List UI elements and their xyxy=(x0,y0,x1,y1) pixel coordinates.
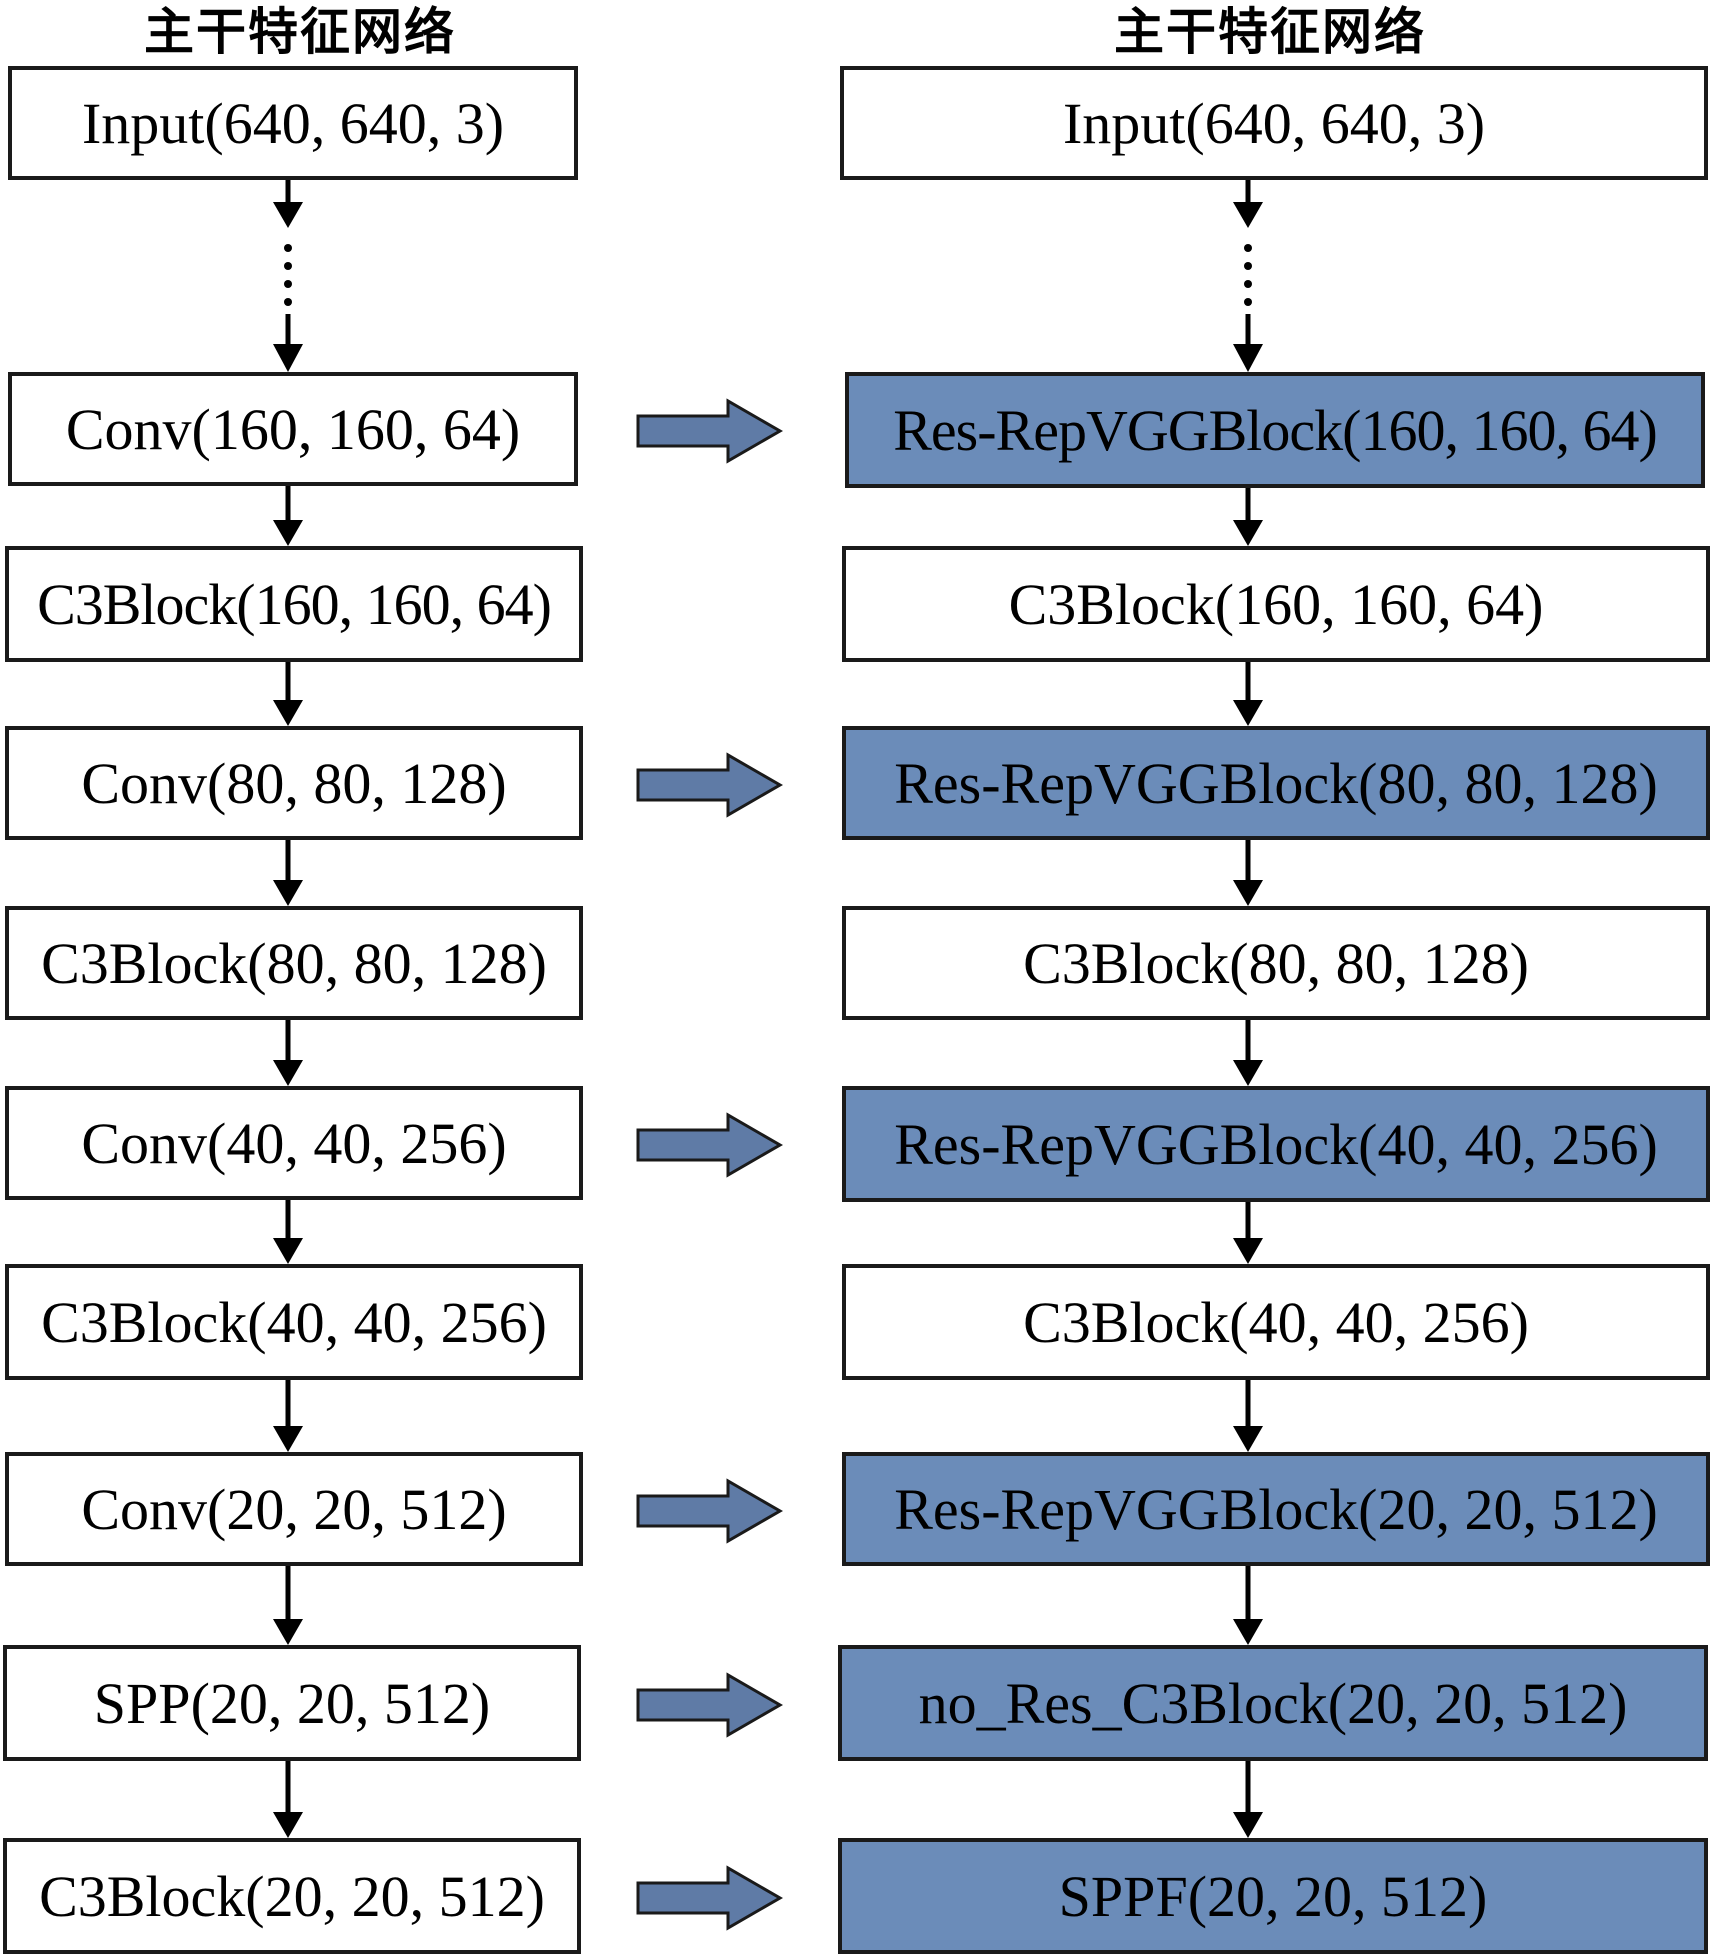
right-flow-arrow-dotted-dot-0 xyxy=(1244,244,1252,252)
left-flow-arrow-5-head xyxy=(273,1238,303,1264)
left-block-c3block-1: C3Block(160, 160, 64) xyxy=(5,546,583,662)
replacement-arrow-row-5 xyxy=(636,1112,784,1178)
left-flow-arrow-dotted-bottom-head xyxy=(273,344,303,372)
replacement-arrows xyxy=(636,398,784,1931)
replacement-arrow-row-7 xyxy=(636,1478,784,1544)
left-flow-arrow-6-head xyxy=(273,1426,303,1452)
right-block-sppf: SPPF(20, 20, 512) xyxy=(838,1838,1708,1954)
right-flow-arrow-2-head xyxy=(1233,700,1263,726)
left-flow-arrow-1-head xyxy=(273,520,303,546)
right-flow-arrow-8 xyxy=(1233,1761,1263,1838)
right-flow-arrow-5 xyxy=(1233,1202,1263,1264)
left-flow-arrow-4-head xyxy=(273,1060,303,1086)
left-block-c3block-4: C3Block(20, 20, 512) xyxy=(3,1838,581,1954)
left-flow-arrow-dotted-dot-3 xyxy=(284,298,292,306)
left-column-title: 主干特征网络 xyxy=(144,3,456,61)
left-block-conv-1: Conv(160, 160, 64) xyxy=(8,372,578,486)
right-flow-arrow-dotted-dot-1 xyxy=(1244,262,1252,270)
right-flow-arrow-dotted xyxy=(1233,180,1263,372)
right-flow-arrow-3 xyxy=(1233,840,1263,906)
left-flow-arrow-7 xyxy=(273,1566,303,1645)
left-flow-arrow-4 xyxy=(273,1020,303,1086)
left-block-c3block-2: C3Block(80, 80, 128) xyxy=(5,906,583,1020)
right-flow-arrow-dotted-top-head xyxy=(1233,202,1263,228)
left-flow-arrow-6 xyxy=(273,1380,303,1452)
left-flow-arrow-dotted-dot-0 xyxy=(284,244,292,252)
left-block-conv-2: Conv(80, 80, 128) xyxy=(5,726,583,840)
right-block-c3block-2: C3Block(80, 80, 128) xyxy=(842,906,1710,1020)
left-block-conv-3: Conv(40, 40, 256) xyxy=(5,1086,583,1200)
right-block-c3block-1: C3Block(160, 160, 64) xyxy=(842,546,1710,662)
right-flow-arrow-dotted-bottom-head xyxy=(1233,344,1263,372)
right-block-res-repvgg-4: Res-RepVGGBlock(20, 20, 512) xyxy=(842,1452,1710,1566)
left-flow-arrows xyxy=(273,180,303,1838)
replacement-arrow-row-8 xyxy=(636,1672,784,1738)
left-flow-arrow-1 xyxy=(273,486,303,546)
right-flow-arrow-8-head xyxy=(1233,1812,1263,1838)
right-flow-arrow-1 xyxy=(1233,488,1263,546)
right-flow-arrow-6 xyxy=(1233,1380,1263,1452)
right-flow-arrow-dotted-dot-3 xyxy=(1244,298,1252,306)
right-block-res-repvgg-2: Res-RepVGGBlock(80, 80, 128) xyxy=(842,726,1710,840)
replacement-arrow-row-1 xyxy=(636,398,784,464)
right-flow-arrow-5-head xyxy=(1233,1238,1263,1264)
left-flow-arrow-8-head xyxy=(273,1812,303,1838)
left-flow-arrow-dotted-dot-1 xyxy=(284,262,292,270)
right-block-no-res-c3block: no_Res_C3Block(20, 20, 512) xyxy=(838,1645,1708,1761)
right-flow-arrow-2 xyxy=(1233,662,1263,726)
right-flow-arrow-3-head xyxy=(1233,880,1263,906)
right-block-res-repvgg-1: Res-RepVGGBlock(160, 160, 64) xyxy=(845,372,1705,488)
right-flow-arrow-4-head xyxy=(1233,1060,1263,1086)
left-block-conv-4: Conv(20, 20, 512) xyxy=(5,1452,583,1566)
right-block-res-repvgg-3: Res-RepVGGBlock(40, 40, 256) xyxy=(842,1086,1710,1202)
left-flow-arrow-5 xyxy=(273,1200,303,1264)
right-flow-arrows xyxy=(1233,180,1263,1838)
left-flow-arrow-dotted-top-head xyxy=(273,202,303,228)
replacement-arrow-row-9 xyxy=(636,1865,784,1931)
left-flow-arrow-2-head xyxy=(273,700,303,726)
left-flow-arrow-dotted-dot-2 xyxy=(284,280,292,288)
right-flow-arrow-dotted-dot-2 xyxy=(1244,280,1252,288)
right-flow-arrow-7 xyxy=(1233,1566,1263,1645)
right-flow-arrow-6-head xyxy=(1233,1426,1263,1452)
right-block-c3block-3: C3Block(40, 40, 256) xyxy=(842,1264,1710,1380)
replacement-arrow-row-3 xyxy=(636,752,784,818)
left-flow-arrow-3-head xyxy=(273,880,303,906)
left-block-input: Input(640, 640, 3) xyxy=(8,66,578,180)
right-flow-arrow-7-head xyxy=(1233,1619,1263,1645)
left-flow-arrow-3 xyxy=(273,840,303,906)
right-block-input: Input(640, 640, 3) xyxy=(840,66,1708,180)
right-flow-arrow-4 xyxy=(1233,1020,1263,1086)
right-column-title: 主干特征网络 xyxy=(1114,3,1426,61)
left-flow-arrow-7-head xyxy=(273,1619,303,1645)
left-block-spp: SPP(20, 20, 512) xyxy=(3,1645,581,1761)
left-flow-arrow-2 xyxy=(273,662,303,726)
left-block-c3block-3: C3Block(40, 40, 256) xyxy=(5,1264,583,1380)
right-flow-arrow-1-head xyxy=(1233,520,1263,546)
left-flow-arrow-dotted xyxy=(273,180,303,372)
left-flow-arrow-8 xyxy=(273,1761,303,1838)
